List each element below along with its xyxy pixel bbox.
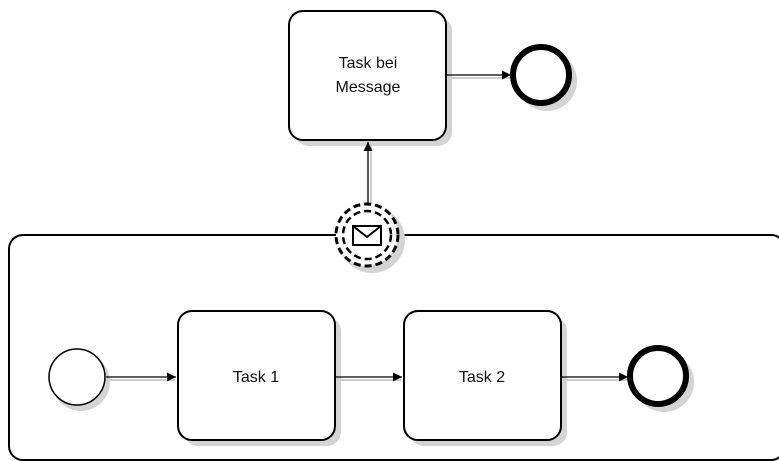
sequence-flow-task2-to-end[interactable]: [562, 372, 628, 382]
task-1[interactable]: Task 1: [177, 310, 341, 446]
task-2-label: Task 2: [459, 369, 505, 386]
sequence-flow-start-to-task1[interactable]: [106, 372, 176, 382]
task-1-label: Task 1: [233, 369, 279, 386]
start-event[interactable]: [48, 348, 110, 411]
task-message[interactable]: Task bei Message: [288, 10, 452, 146]
sequence-flow-message-task-to-end[interactable]: [447, 70, 511, 80]
end-event-top[interactable]: [510, 44, 577, 111]
sequence-flow-boundary-to-message-task[interactable]: [363, 142, 373, 205]
envelope-icon: [352, 225, 382, 246]
sequence-flow-task1-to-task2[interactable]: [336, 372, 402, 382]
end-event-subprocess[interactable]: [627, 345, 694, 412]
task-message-label-line1: Task bei: [339, 55, 398, 72]
task-message-label-line2: Message: [336, 79, 401, 96]
task-2[interactable]: Task 2: [403, 310, 567, 446]
boundary-event-message[interactable]: [334, 202, 405, 273]
